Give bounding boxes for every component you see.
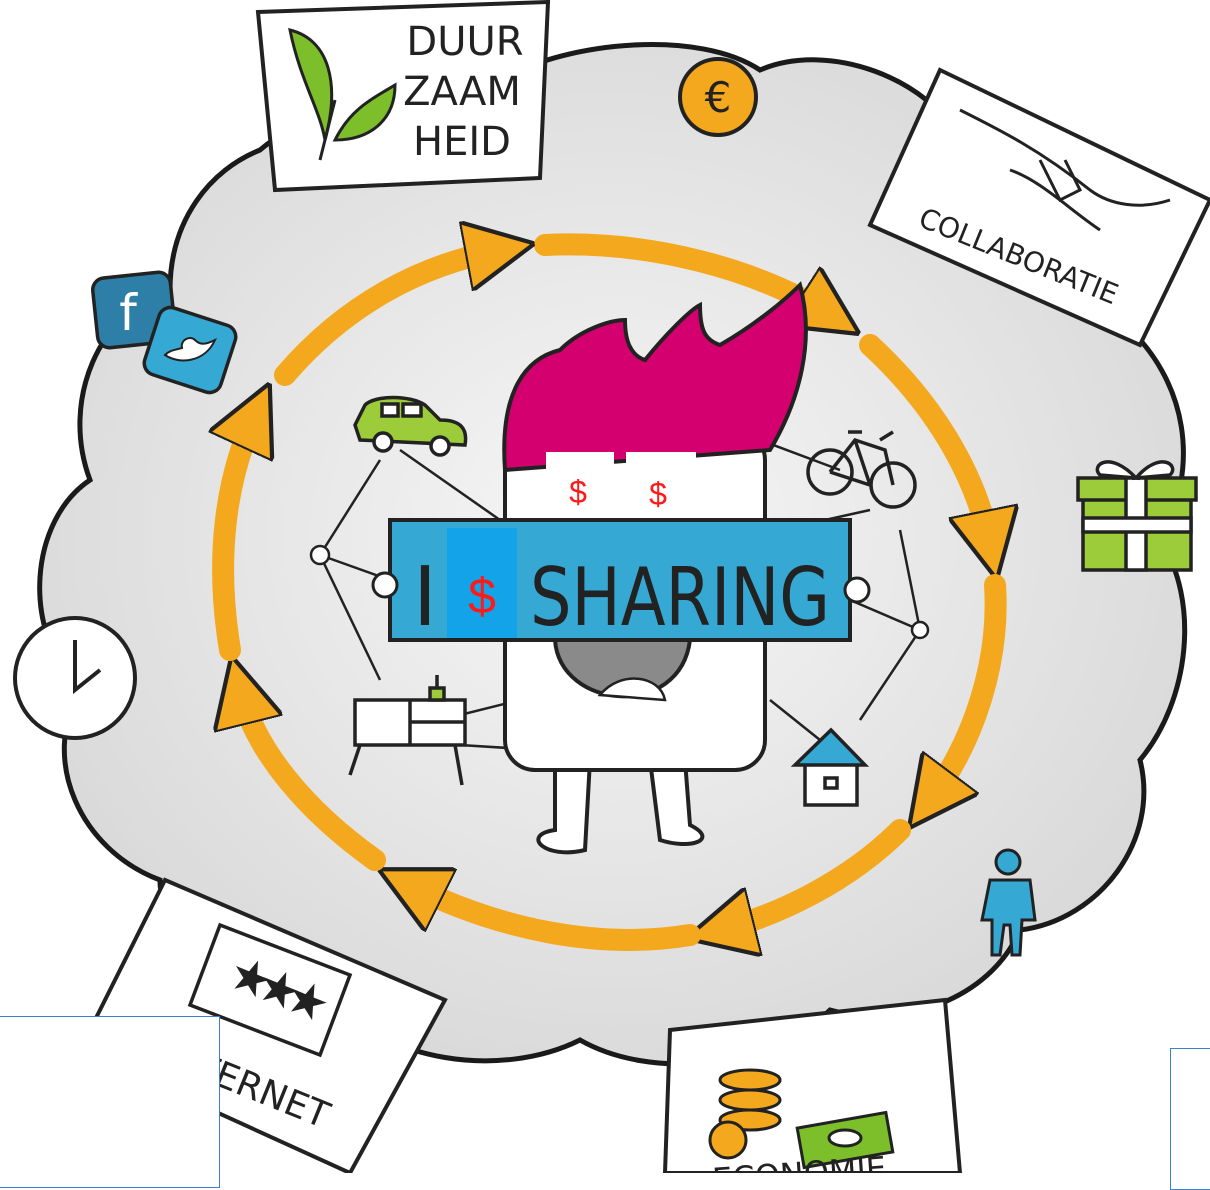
person-icon bbox=[980, 848, 1037, 957]
left-eye-dollar: $ bbox=[569, 474, 587, 510]
svg-text:f: f bbox=[119, 284, 138, 342]
character-legs bbox=[536, 759, 705, 855]
banner-sharing: SHARING bbox=[530, 551, 830, 644]
bottom-right-box bbox=[1170, 1048, 1210, 1190]
banner-i: I bbox=[413, 550, 437, 645]
desk-icon bbox=[348, 675, 467, 786]
economie-card: ECONOMIE bbox=[662, 997, 963, 1173]
clock-icon bbox=[13, 616, 137, 740]
character-hair bbox=[502, 281, 808, 473]
twitter-icon bbox=[142, 305, 238, 395]
car-icon bbox=[353, 395, 468, 457]
heart-highlight bbox=[447, 528, 517, 638]
node-dot bbox=[910, 620, 930, 640]
svg-text:€: € bbox=[705, 73, 732, 122]
bottom-left-box bbox=[0, 1016, 220, 1188]
laptop-icon: ★★★ bbox=[187, 922, 353, 1058]
coins-icon bbox=[708, 1068, 895, 1170]
internet-card: ★★★ INTERNET bbox=[77, 877, 448, 1173]
i-love-sharing-banner: I $ SHARING bbox=[371, 518, 871, 645]
duurzaamheid-line-2: ZAAM bbox=[403, 69, 521, 115]
house-icon bbox=[790, 727, 870, 807]
bicycle-icon bbox=[806, 430, 917, 509]
gift-icon bbox=[1076, 460, 1198, 572]
sharing-cycle-arrows bbox=[223, 244, 996, 939]
leaf-icon bbox=[288, 27, 397, 161]
duurzaamheid-line-3: HEID bbox=[413, 119, 511, 165]
right-eye-patch bbox=[626, 452, 696, 528]
banner-dollar: $ bbox=[468, 568, 496, 624]
duurzaamheid-line-1: DUUR bbox=[406, 19, 523, 65]
left-eye-patch bbox=[546, 452, 614, 524]
right-eye-dollar: $ bbox=[649, 476, 667, 512]
duurzaamheid-card: DUUR ZAAM HEID bbox=[255, 0, 551, 193]
euro-coin-icon: € bbox=[678, 57, 758, 137]
handshake-icon bbox=[959, 108, 1171, 232]
node-dot bbox=[309, 544, 331, 566]
